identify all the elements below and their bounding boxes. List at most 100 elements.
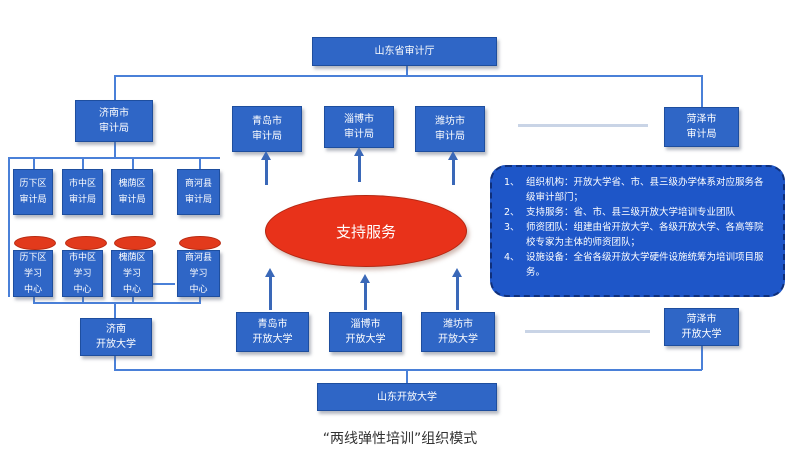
learning-center-shanghe: 商河县 学习 中心 (177, 250, 220, 297)
arrow-shaft-zibo-bureau (358, 154, 361, 182)
info-item-text: 师资团队：组建由省开放大学、各级开放大学、各高等院校专家为主体的师资团队； (526, 222, 764, 248)
connector-top-horizontal (114, 75, 702, 77)
learning-center-lixia: 历下区 学习 中心 (13, 250, 53, 297)
district-bureau-huaiyin-line1: 槐荫区 (118, 179, 146, 189)
district-bureau-shanghe-line1: 商河县 (184, 179, 212, 189)
jinan-open-university-line1: 济南 (106, 324, 126, 335)
jinan-audit-bureau: 济南市 审计局 (75, 100, 153, 142)
connector-jinan-bureau-down (114, 141, 116, 158)
qingdao-audit-bureau-line2: 审计局 (252, 131, 282, 142)
arrow-shaft-qingdao-bureau (265, 158, 268, 185)
connector-center-side-line (150, 283, 175, 285)
jinan-open-university: 济南 开放大学 (80, 318, 152, 356)
arrow-head-zibo-university (360, 274, 370, 283)
learning-center-huaiyin-line2: 学习 (122, 268, 141, 279)
link-pill-shizhong (65, 236, 107, 250)
connector-bottom-right-rise (701, 346, 703, 370)
arrow-head-zibo-bureau (354, 147, 364, 156)
heze-audit-bureau: 菏泽市 审计局 (664, 107, 739, 147)
learning-center-lixia-line2: 学习 (23, 268, 42, 279)
jinan-audit-bureau-line1: 济南市 (99, 108, 129, 119)
link-bar-upper (518, 124, 648, 127)
qingdao-open-university: 青岛市 开放大学 (236, 312, 309, 352)
province-audit-office-label: 山东省审计厅 (374, 46, 435, 57)
connector-district-drop-4 (199, 157, 201, 169)
info-item: 2、 支持服务：省、市、县三级开放大学培训专业团队 (504, 205, 771, 220)
arrow-shaft-zibo-university (364, 282, 367, 310)
province-audit-office: 山东省审计厅 (312, 37, 497, 66)
zibo-audit-bureau-line2: 审计局 (344, 129, 374, 140)
learning-center-shizhong-line3: 中心 (73, 284, 92, 295)
connector-center-horizontal (33, 302, 200, 304)
district-bureau-shanghe: 商河县 审计局 (177, 169, 220, 215)
arrow-head-weifang-bureau (448, 151, 458, 160)
district-bureau-shanghe-line2: 审计局 (184, 195, 212, 205)
connector-top-left-drop (114, 75, 116, 100)
learning-center-shanghe-line3: 中心 (189, 284, 208, 295)
district-bureau-huaiyin-line2: 审计局 (118, 195, 146, 205)
heze-open-university-line1: 菏泽市 (686, 314, 717, 325)
learning-center-huaiyin: 槐荫区 学习 中心 (111, 250, 153, 297)
link-pill-shanghe (179, 236, 221, 250)
qingdao-open-university-line2: 开放大学 (252, 334, 293, 345)
connector-center-to-univ (114, 302, 116, 318)
connector-center-rise-3 (132, 296, 134, 304)
district-bureau-lixia: 历下区 审计局 (13, 169, 53, 215)
arrow-shaft-weifang-university (456, 276, 459, 310)
district-bureau-shizhong-line2: 审计局 (68, 195, 96, 205)
connector-district-left-loop (8, 157, 10, 297)
arrow-head-qingdao-bureau (261, 151, 271, 160)
learning-center-shizhong-line1: 市中区 (68, 252, 96, 263)
connector-top-right-drop (701, 75, 703, 107)
qingdao-open-university-line1: 青岛市 (257, 319, 288, 330)
link-bar-lower (525, 330, 650, 333)
arrow-head-qingdao-university (265, 268, 275, 277)
weifang-open-university-line1: 潍坊市 (443, 319, 473, 330)
connector-bottom-center-down (406, 369, 408, 383)
link-pill-lixia (14, 236, 56, 250)
weifang-open-university: 潍坊市 开放大学 (421, 312, 495, 352)
info-item: 4、 设施设备：全省各级开放大学硬件设施统筹为培训项目服务。 (504, 250, 771, 280)
info-item-text: 设施设备：全省各级开放大学硬件设施统筹为培训项目服务。 (526, 252, 764, 278)
weifang-audit-bureau-line2: 审计局 (435, 131, 465, 142)
connector-top-vertical (406, 66, 408, 76)
connector-district-left-top (8, 157, 34, 159)
info-item-number: 2、 (504, 207, 520, 218)
zibo-open-university-line2: 开放大学 (345, 334, 386, 345)
support-service-label: 支持服务 (335, 222, 396, 241)
info-item-number: 4、 (504, 252, 520, 263)
connector-jinan-univ-down (114, 356, 116, 370)
qingdao-audit-bureau: 青岛市 审计局 (232, 106, 302, 152)
learning-center-huaiyin-line1: 槐荫区 (118, 252, 146, 263)
info-panel: 1、 组织机构：开放大学省、市、县三级办学体系对应服务各级审计部门； 2、 支持… (490, 165, 785, 297)
district-bureau-shizhong-line1: 市中区 (68, 179, 96, 189)
info-item: 1、 组织机构：开放大学省、市、县三级办学体系对应服务各级审计部门； (504, 175, 771, 205)
zibo-audit-bureau-line1: 淄博市 (344, 114, 374, 125)
learning-center-huaiyin-line3: 中心 (122, 284, 141, 295)
zibo-audit-bureau: 淄博市 审计局 (324, 106, 394, 148)
connector-district-drop-1 (33, 157, 35, 169)
learning-center-shanghe-line2: 学习 (189, 268, 208, 279)
info-item-number: 3、 (504, 222, 520, 233)
heze-open-university: 菏泽市 开放大学 (664, 308, 739, 346)
zibo-open-university-line1: 淄博市 (350, 319, 381, 330)
connector-center-rise-2 (82, 296, 84, 304)
jinan-open-university-line2: 开放大学 (96, 339, 136, 350)
learning-center-shanghe-line1: 商河县 (184, 252, 212, 263)
heze-audit-bureau-line2: 审计局 (686, 129, 717, 140)
diagram-caption: “两线弹性培训”组织模式 (322, 431, 478, 447)
district-bureau-lixia-line1: 历下区 (19, 179, 47, 189)
connector-district-drop-2 (82, 157, 84, 169)
learning-center-lixia-line3: 中心 (23, 284, 42, 295)
arrow-shaft-qingdao-university (269, 276, 272, 310)
qingdao-audit-bureau-line1: 青岛市 (252, 116, 282, 127)
shandong-open-university-label: 山东开放大学 (377, 391, 437, 403)
connector-district-to-heze-line (200, 157, 220, 159)
info-item-text: 组织机构：开放大学省、市、县三级办学体系对应服务各级审计部门； (526, 177, 764, 203)
support-service-ellipse: 支持服务 (265, 195, 467, 267)
heze-open-university-line2: 开放大学 (681, 329, 722, 340)
arrow-head-weifang-university (452, 268, 462, 277)
district-bureau-huaiyin: 槐荫区 审计局 (111, 169, 153, 215)
learning-center-shizhong-line2: 学习 (73, 268, 92, 279)
district-bureau-lixia-line2: 审计局 (19, 195, 47, 205)
